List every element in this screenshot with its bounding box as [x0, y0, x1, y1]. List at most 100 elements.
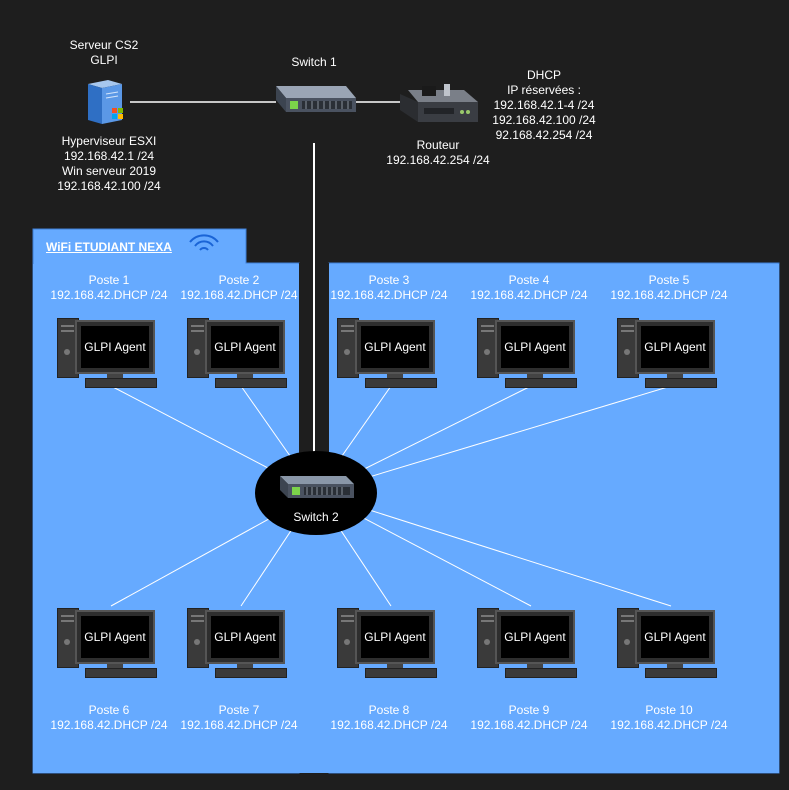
workstation-10: GLPI Agent — [617, 608, 719, 678]
workstation-10-label: Poste 10 192.168.42.DHCP /24 — [604, 703, 734, 733]
dhcp-reserved-2: 192.168.42.100 /24 — [492, 113, 596, 127]
workstation-name: Poste 8 — [368, 703, 410, 717]
workstation-7: GLPI Agent — [187, 608, 289, 678]
workstation-ip: 192.168.42.DHCP /24 — [50, 288, 168, 302]
link-workstation-10 — [315, 492, 672, 607]
glpi-agent-label: GLPI Agent — [84, 630, 146, 644]
monitor-icon: GLPI Agent — [75, 610, 155, 664]
server-title-line-1: Serveur CS2 — [69, 38, 139, 52]
monitor-screen: GLPI Agent — [81, 326, 149, 368]
workstation-9-label: Poste 9 192.168.42.DHCP /24 — [464, 703, 594, 733]
monitor-screen: GLPI Agent — [501, 616, 569, 658]
server-details: Hyperviseur ESXI 192.168.42.1 /24 Win se… — [44, 134, 174, 194]
keyboard-icon — [85, 378, 157, 388]
dhcp-reserved-title: IP réservées : — [507, 83, 581, 97]
wifi-icon — [189, 234, 219, 251]
workstation-name: Poste 9 — [508, 703, 550, 717]
switch1-label: Switch 1 — [291, 55, 337, 69]
workstation-4-label: Poste 4 192.168.42.DHCP /24 — [464, 273, 594, 303]
dhcp-title: DHCP — [526, 68, 561, 82]
monitor-screen: GLPI Agent — [641, 326, 709, 368]
monitor-icon: GLPI Agent — [355, 610, 435, 664]
workstation-name: Poste 5 — [648, 273, 690, 287]
dhcp-reserved-1: 192.168.42.1-4 /24 — [493, 98, 595, 112]
workstation-name: Poste 6 — [88, 703, 130, 717]
router-labels: Routeur 192.168.42.254 /24 — [378, 138, 498, 168]
server-os: Win serveur 2019 — [61, 164, 157, 178]
workstation-name: Poste 1 — [88, 273, 130, 287]
monitor-stand — [667, 374, 683, 378]
server-os-ip: 192.168.42.100 /24 — [57, 179, 161, 193]
glpi-agent-label: GLPI Agent — [504, 340, 566, 354]
switch1-device — [276, 86, 356, 112]
router-device — [400, 84, 478, 122]
workstation-2: GLPI Agent — [187, 318, 289, 388]
monitor-screen: GLPI Agent — [211, 616, 279, 658]
link-workstation-5 — [315, 385, 672, 494]
monitor-icon: GLPI Agent — [495, 320, 575, 374]
router-label: Routeur — [416, 138, 460, 152]
workstation-ip: 192.168.42.DHCP /24 — [610, 718, 728, 732]
glpi-agent-label: GLPI Agent — [504, 630, 566, 644]
workstation-1-label: Poste 1 192.168.42.DHCP /24 — [44, 273, 174, 303]
workstation-3: GLPI Agent — [337, 318, 439, 388]
dhcp-reserved-3: 92.168.42.254 /24 — [495, 128, 593, 142]
monitor-icon: GLPI Agent — [635, 320, 715, 374]
workstation-3-label: Poste 3 192.168.42.DHCP /24 — [324, 273, 454, 303]
monitor-screen: GLPI Agent — [641, 616, 709, 658]
keyboard-icon — [645, 668, 717, 678]
monitor-icon: GLPI Agent — [355, 320, 435, 374]
monitor-screen: GLPI Agent — [361, 616, 429, 658]
monitor-stand — [527, 664, 543, 668]
workstation-6-label: Poste 6 192.168.42.DHCP /24 — [44, 703, 174, 733]
wifi-zone-label: WiFi ETUDIANT NEXA — [46, 240, 172, 254]
monitor-screen: GLPI Agent — [81, 616, 149, 658]
glpi-agent-label: GLPI Agent — [84, 340, 146, 354]
monitor-icon: GLPI Agent — [75, 320, 155, 374]
monitor-stand — [107, 664, 123, 668]
router-ip: 192.168.42.254 /24 — [386, 153, 490, 167]
workstation-ip: 192.168.42.DHCP /24 — [50, 718, 168, 732]
monitor-icon: GLPI Agent — [495, 610, 575, 664]
monitor-stand — [387, 664, 403, 668]
keyboard-icon — [365, 668, 437, 678]
workstation-6: GLPI Agent — [57, 608, 159, 678]
switch2-label: Switch 2 — [293, 510, 339, 524]
server-hypervisor: Hyperviseur ESXI — [61, 134, 157, 148]
switch2-device — [280, 476, 354, 498]
glpi-agent-label: GLPI Agent — [214, 340, 276, 354]
workstation-name: Poste 2 — [218, 273, 260, 287]
monitor-stand — [667, 664, 683, 668]
keyboard-icon — [645, 378, 717, 388]
workstation-ip: 192.168.42.DHCP /24 — [470, 288, 588, 302]
monitor-icon: GLPI Agent — [205, 320, 285, 374]
monitor-icon: GLPI Agent — [205, 610, 285, 664]
workstation-8: GLPI Agent — [337, 608, 439, 678]
monitor-screen: GLPI Agent — [211, 326, 279, 368]
workstation-ip: 192.168.42.DHCP /24 — [180, 718, 298, 732]
monitor-icon: GLPI Agent — [635, 610, 715, 664]
server-hypervisor-ip: 192.168.42.1 /24 — [63, 149, 155, 163]
pc-tower-icon — [187, 608, 209, 668]
keyboard-icon — [85, 668, 157, 678]
keyboard-icon — [505, 378, 577, 388]
monitor-stand — [237, 664, 253, 668]
keyboard-icon — [215, 378, 287, 388]
keyboard-icon — [505, 668, 577, 678]
workstation-ip: 192.168.42.DHCP /24 — [180, 288, 298, 302]
workstation-4: GLPI Agent — [477, 318, 579, 388]
workstation-name: Poste 3 — [368, 273, 410, 287]
monitor-screen: GLPI Agent — [361, 326, 429, 368]
workstation-ip: 192.168.42.DHCP /24 — [610, 288, 728, 302]
glpi-agent-label: GLPI Agent — [644, 340, 706, 354]
workstation-1: GLPI Agent — [57, 318, 159, 388]
windows-server-icon — [88, 80, 123, 124]
monitor-stand — [107, 374, 123, 378]
server-title: Serveur CS2 GLPI — [54, 38, 154, 68]
workstation-5-label: Poste 5 192.168.42.DHCP /24 — [604, 273, 734, 303]
router-dhcp-info: DHCP IP réservées : 192.168.42.1-4 /24 1… — [484, 68, 604, 143]
monitor-screen: GLPI Agent — [501, 326, 569, 368]
workstation-name: Poste 10 — [645, 703, 693, 717]
monitor-stand — [387, 374, 403, 378]
glpi-agent-label: GLPI Agent — [214, 630, 276, 644]
